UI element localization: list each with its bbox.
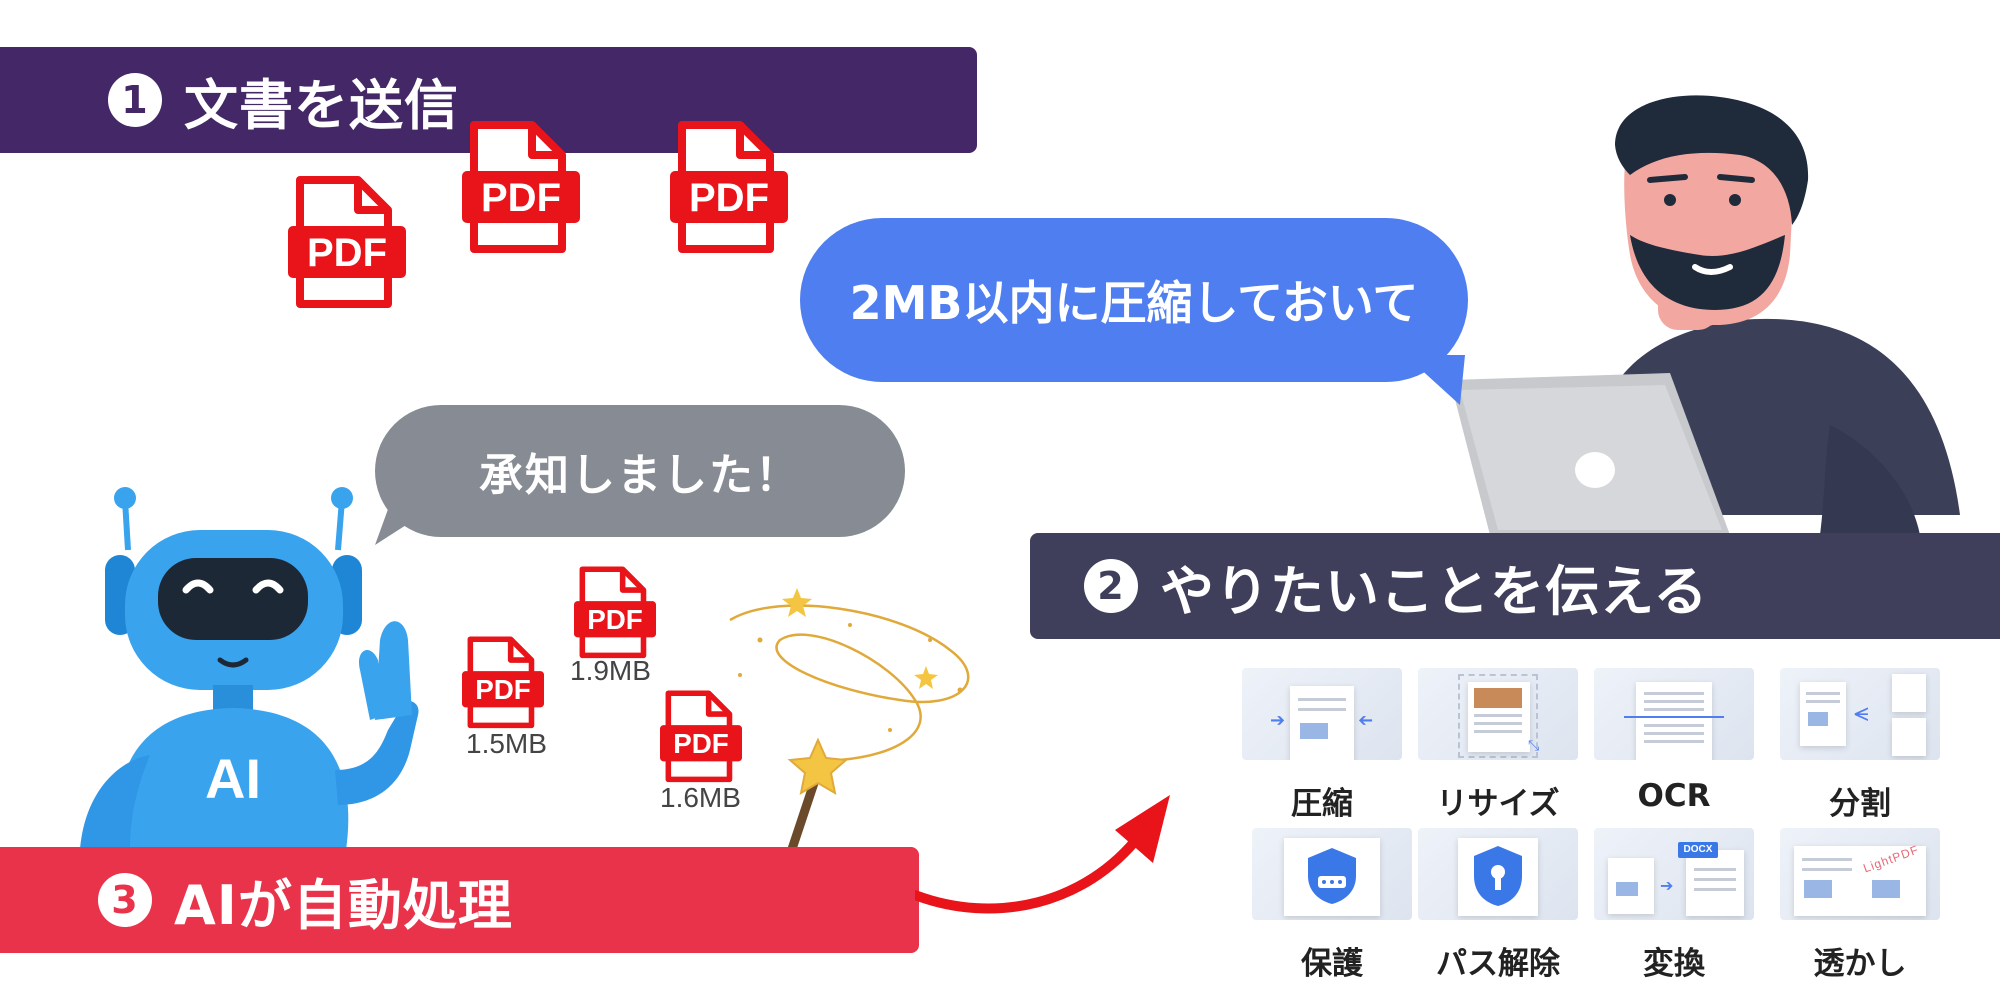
step-number: 1 xyxy=(108,73,162,127)
step-2-banner: 2 やりたいことを伝える xyxy=(1030,533,2000,639)
wand-star-icon xyxy=(787,737,849,795)
ocr-icon xyxy=(1594,668,1754,760)
pdf-label: PDF xyxy=(587,604,643,635)
feature-label: 保護 xyxy=(1301,946,1363,982)
person-eyebrow xyxy=(1717,174,1755,183)
star-icon xyxy=(782,588,812,617)
feature-label: パス解除 xyxy=(1436,946,1560,982)
feature-ocr[interactable]: OCR xyxy=(1594,668,1754,814)
robot-antenna-tip xyxy=(331,487,353,509)
user-request-text: 2MB以内に圧縮しておいて xyxy=(849,276,1419,330)
pdf-label: PDF xyxy=(307,231,387,275)
feature-resize[interactable]: ⤡ リサイズ xyxy=(1418,668,1578,823)
unlock-icon xyxy=(1418,828,1578,920)
pdf-file-icon: PDF xyxy=(288,176,406,308)
compress-icon: ➔ ➔ xyxy=(1242,668,1402,760)
feature-compress[interactable]: ➔ ➔ 圧縮 xyxy=(1242,668,1402,823)
person-hair xyxy=(1615,95,1809,225)
feature-protect[interactable]: 保護 xyxy=(1252,828,1412,983)
file-size-label: 1.9MB xyxy=(570,655,651,686)
ai-robot-illustration: AI xyxy=(80,487,419,850)
robot-left-arm xyxy=(80,755,150,850)
feature-watermark[interactable]: LightPDF 透かし xyxy=(1780,828,1940,983)
curved-arrow-icon xyxy=(915,795,1170,914)
feature-label: 透かし xyxy=(1813,946,1907,982)
robot-thumb xyxy=(359,649,385,720)
ai-bubble-tail xyxy=(375,490,445,545)
pdf-label: PDF xyxy=(481,176,561,220)
split-icon: ⪪ xyxy=(1780,668,1940,760)
sparkle-swirl xyxy=(729,604,970,762)
feature-split[interactable]: ⪪ 分割 xyxy=(1780,668,1940,823)
robot-body xyxy=(117,708,349,850)
docx-badge: DOCX xyxy=(1678,842,1718,858)
person-with-laptop-illustration xyxy=(1450,95,1960,535)
pdf-label: PDF xyxy=(673,728,729,759)
pdf-label: PDF xyxy=(475,674,531,705)
ai-reply-bubble: 承知しました！ xyxy=(375,405,905,537)
magic-wand-illustration xyxy=(729,588,970,870)
feature-unlock[interactable]: パス解除 xyxy=(1418,828,1578,983)
person-eyebrow xyxy=(1647,174,1688,183)
pdf-label: PDF xyxy=(689,176,769,220)
feature-label: 圧縮 xyxy=(1291,786,1353,822)
user-request-bubble: 2MB以内に圧縮しておいて xyxy=(800,218,1468,382)
feature-label: リサイズ xyxy=(1436,786,1560,822)
step-label: やりたいことを伝える xyxy=(1160,559,1709,623)
person-eye xyxy=(1729,194,1741,206)
watermark-icon: LightPDF xyxy=(1780,828,1940,920)
convert-icon: ➔ DOCX xyxy=(1594,828,1754,920)
robot-ai-label: AI xyxy=(205,747,261,810)
pdf-file-icon: PDF xyxy=(670,121,788,253)
robot-waving-arm xyxy=(335,700,419,805)
step-3-banner: 3 AIが自動処理 xyxy=(0,847,919,953)
step-label: 文書を送信 xyxy=(184,73,459,137)
step-label: AIが自動処理 xyxy=(174,873,513,937)
resize-icon: ⤡ xyxy=(1418,668,1578,760)
laptop-logo-icon xyxy=(1575,452,1615,488)
feature-label: 分割 xyxy=(1829,786,1891,822)
protect-icon xyxy=(1252,828,1412,920)
ai-reply-text: 承知しました！ xyxy=(479,450,801,501)
step-number: 2 xyxy=(1084,559,1138,613)
file-size-label: 1.5MB xyxy=(466,728,547,759)
feature-convert[interactable]: ➔ DOCX 変換 xyxy=(1594,828,1754,983)
user-bubble-tail xyxy=(1405,355,1465,405)
person-eye xyxy=(1664,194,1676,206)
person-arm xyxy=(1820,425,1920,535)
feature-label: OCR xyxy=(1637,778,1711,814)
pdf-file-icon: PDF xyxy=(462,121,580,253)
feature-label: 変換 xyxy=(1643,946,1705,982)
pdf-file-icon: PDF xyxy=(574,566,656,659)
robot-visor xyxy=(158,558,308,640)
pdf-file-icon: PDF xyxy=(462,636,544,729)
pdf-file-icon: PDF xyxy=(660,690,742,783)
file-size-label: 1.6MB xyxy=(660,782,741,813)
robot-mouth xyxy=(217,657,249,668)
robot-eye xyxy=(252,579,284,594)
star-icon xyxy=(914,666,938,689)
robot-antenna-tip xyxy=(114,487,136,509)
person-smile xyxy=(1692,264,1733,275)
robot-eye xyxy=(182,579,214,594)
step-number: 3 xyxy=(98,873,152,927)
robot-hand xyxy=(375,621,412,720)
